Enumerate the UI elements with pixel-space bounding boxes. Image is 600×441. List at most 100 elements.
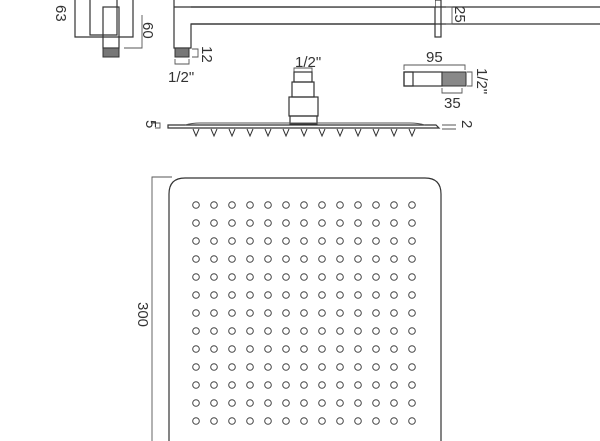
nozzle-tip	[390, 128, 398, 138]
nozzle	[336, 201, 344, 209]
nozzle	[282, 363, 290, 371]
nozzle	[300, 309, 308, 317]
nozzle	[264, 291, 272, 299]
label-elbow-63: 63	[52, 5, 69, 22]
nozzle	[390, 309, 398, 317]
nozzle	[336, 273, 344, 281]
connector-nipple	[403, 64, 473, 94]
nozzle	[336, 291, 344, 299]
nozzle	[228, 363, 236, 371]
nozzle	[264, 255, 272, 263]
nozzle-tip	[354, 128, 362, 138]
nozzle	[372, 291, 380, 299]
nozzle	[318, 255, 326, 263]
nozzle	[192, 399, 200, 407]
nozzle	[246, 345, 254, 353]
nozzle	[246, 309, 254, 317]
nozzle	[354, 201, 362, 209]
nozzle	[300, 219, 308, 227]
nozzle	[372, 363, 380, 371]
nozzle	[264, 363, 272, 371]
nozzle	[408, 399, 416, 407]
nozzle	[228, 255, 236, 263]
nozzle	[300, 273, 308, 281]
nozzle	[390, 201, 398, 209]
nozzle	[210, 273, 218, 281]
nozzle	[354, 237, 362, 245]
label-head-5: 5	[142, 120, 159, 128]
nozzle	[282, 309, 290, 317]
label-arm-thread: 1/2"	[168, 69, 194, 86]
nozzle	[282, 255, 290, 263]
nozzle	[390, 219, 398, 227]
nozzle	[408, 345, 416, 353]
nozzle	[282, 327, 290, 335]
nozzle	[336, 255, 344, 263]
nozzle	[336, 345, 344, 353]
nozzle	[408, 417, 416, 425]
nozzle	[300, 417, 308, 425]
nozzle	[408, 327, 416, 335]
nozzle	[228, 219, 236, 227]
nozzle	[210, 255, 218, 263]
nozzle	[210, 291, 218, 299]
shower-arm	[173, 0, 600, 65]
nozzle	[318, 399, 326, 407]
nozzle	[300, 381, 308, 389]
nozzle-tip	[246, 128, 254, 138]
nozzle	[390, 291, 398, 299]
label-connector-thread: 1/2"	[473, 68, 490, 94]
nozzle-tip	[408, 128, 416, 138]
label-head-2: 2	[458, 120, 475, 128]
nozzle	[210, 327, 218, 335]
nozzle	[390, 327, 398, 335]
nozzle	[192, 237, 200, 245]
nozzle	[390, 399, 398, 407]
nozzle	[210, 309, 218, 317]
nozzle	[300, 345, 308, 353]
nozzle	[336, 417, 344, 425]
nozzle	[264, 201, 272, 209]
nozzle	[354, 291, 362, 299]
nozzle	[390, 363, 398, 371]
nozzle	[192, 309, 200, 317]
nozzle	[192, 363, 200, 371]
nozzle	[264, 327, 272, 335]
nozzle	[354, 399, 362, 407]
shower-head-top-view	[151, 176, 442, 441]
nozzle	[390, 237, 398, 245]
label-arm-12: 12	[198, 46, 215, 63]
nozzle	[210, 399, 218, 407]
nozzle	[210, 381, 218, 389]
nozzle	[372, 309, 380, 317]
nozzle	[246, 399, 254, 407]
nozzle	[282, 399, 290, 407]
nozzle-tip	[192, 128, 200, 138]
nozzle	[192, 201, 200, 209]
nozzle	[354, 363, 362, 371]
nozzle	[336, 363, 344, 371]
nozzle	[318, 201, 326, 209]
nozzle	[372, 417, 380, 425]
nozzle	[228, 309, 236, 317]
nozzle	[246, 381, 254, 389]
nozzle	[318, 345, 326, 353]
nozzle	[336, 237, 344, 245]
nozzle	[192, 327, 200, 335]
nozzle	[390, 381, 398, 389]
nozzle	[228, 381, 236, 389]
nozzle	[228, 399, 236, 407]
nozzle	[354, 327, 362, 335]
nozzle	[228, 201, 236, 209]
nozzle	[372, 345, 380, 353]
nozzle	[408, 309, 416, 317]
nozzle	[246, 363, 254, 371]
nozzle	[408, 363, 416, 371]
nozzle	[264, 417, 272, 425]
nozzle	[228, 237, 236, 245]
nozzle	[246, 255, 254, 263]
nozzle	[246, 201, 254, 209]
nozzle	[246, 291, 254, 299]
nozzle	[372, 237, 380, 245]
label-elbow-60: 60	[139, 22, 156, 39]
